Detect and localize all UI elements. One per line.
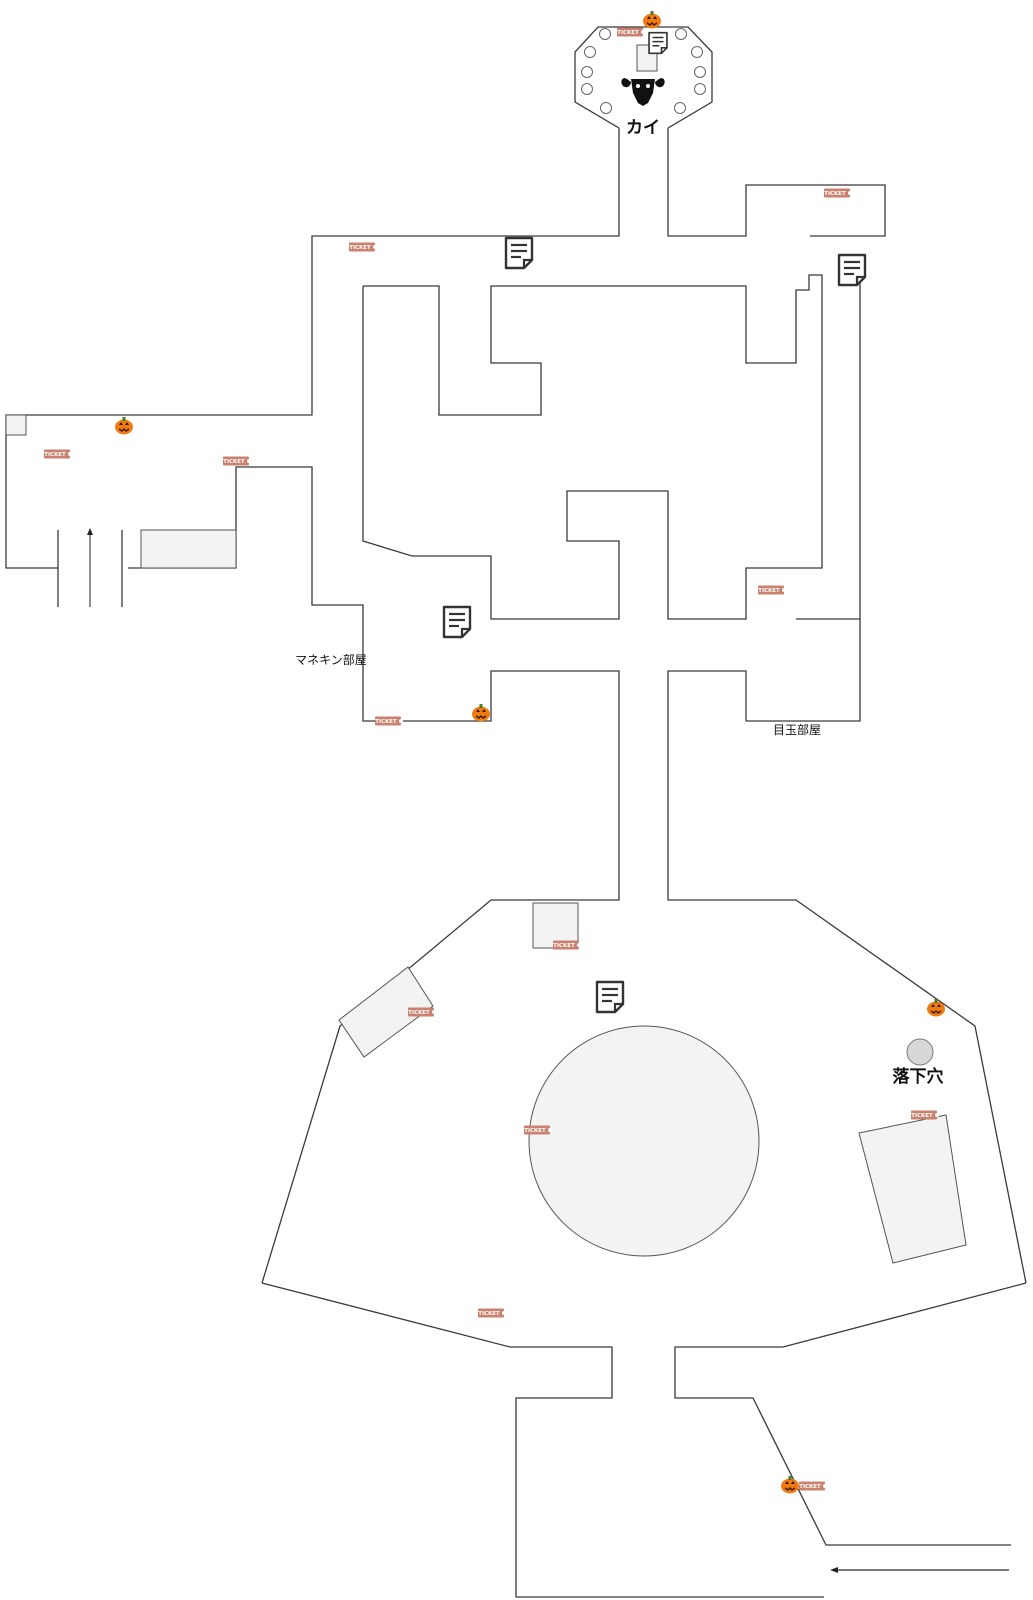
- svg-text:TICKET: TICKET: [758, 588, 780, 594]
- boss-room-wall: [574, 26, 713, 129]
- ticket-icon: TICKET: [349, 242, 377, 252]
- label-mannequin-room: マネキン部屋: [295, 652, 367, 667]
- ticket-icon: TICKET: [478, 1308, 506, 1318]
- note-icon: [595, 980, 625, 1014]
- note-icon: [837, 253, 867, 287]
- ticket-icon: TICKET: [617, 27, 645, 37]
- hall-table-left: [338, 966, 434, 1058]
- ticket-icon: TICKET: [553, 940, 581, 950]
- svg-text:TICKET: TICKET: [223, 459, 245, 465]
- svg-text:TICKET: TICKET: [408, 1010, 430, 1016]
- svg-text:TICKET: TICKET: [799, 1484, 821, 1490]
- pumpkin-icon: [643, 11, 661, 29]
- note-icon: [504, 236, 534, 270]
- note-icon: [442, 605, 472, 639]
- svg-text:TICKET: TICKET: [824, 191, 846, 197]
- entrance-arrow-left: [830, 1567, 1009, 1573]
- pumpkin-icon: [472, 704, 490, 722]
- furniture: [5, 44, 967, 1264]
- ticket-icon: TICKET: [911, 1110, 939, 1120]
- central-round-table: [528, 1025, 760, 1257]
- svg-text:TICKET: TICKET: [911, 1113, 933, 1119]
- svg-text:TICKET: TICKET: [375, 719, 397, 725]
- left-room-table: [140, 529, 237, 569]
- label-kai: カイ: [626, 118, 660, 138]
- ticket-icon: TICKET: [375, 716, 403, 726]
- svg-text:TICKET: TICKET: [524, 1128, 546, 1134]
- goat-head-icon: [621, 78, 665, 106]
- ticket-icon: TICKET: [408, 1007, 436, 1017]
- ticket-icon: TICKET: [524, 1125, 552, 1135]
- boss-room-chairs: [581, 28, 706, 114]
- ticket-icon: TICKET: [799, 1481, 827, 1491]
- corner-box: [5, 414, 27, 436]
- pumpkin-icon: [781, 1476, 799, 1494]
- label-eyeball-room: 目玉部屋: [773, 722, 821, 737]
- ticket-icon: TICKET: [824, 188, 852, 198]
- svg-text:TICKET: TICKET: [44, 452, 66, 458]
- ticket-icon: TICKET: [758, 585, 786, 595]
- svg-text:TICKET: TICKET: [617, 30, 639, 36]
- pitfall-hole: [906, 1038, 934, 1066]
- ticket-icon: TICKET: [223, 456, 251, 466]
- svg-text:TICKET: TICKET: [553, 943, 575, 949]
- entrance-arrow-up: [87, 528, 93, 607]
- ticket-icon: TICKET: [44, 449, 72, 459]
- hall-table-right: [858, 1114, 967, 1264]
- pumpkin-icon: [927, 999, 945, 1017]
- label-pitfall: 落下穴: [893, 1066, 944, 1087]
- pumpkin-icon: [115, 417, 133, 435]
- svg-text:TICKET: TICKET: [478, 1311, 500, 1317]
- svg-text:TICKET: TICKET: [349, 245, 371, 251]
- note-icon: [648, 31, 668, 55]
